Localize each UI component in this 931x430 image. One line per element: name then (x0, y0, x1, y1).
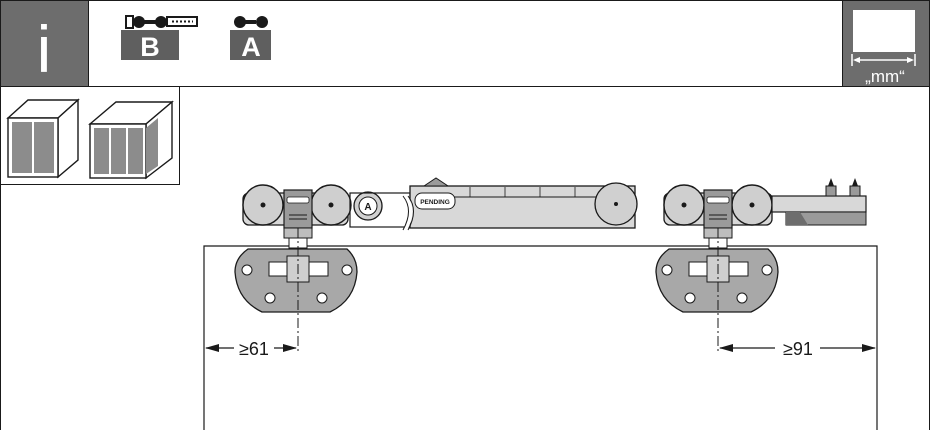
info-symbol: i (37, 12, 52, 86)
door-top-edge (203, 245, 878, 430)
dimension-left: ≥61 (205, 339, 297, 359)
unit-dimension-icon: „mm“ (843, 1, 929, 86)
carrier-b-assembly (234, 184, 358, 352)
carrier-a-label: A (241, 32, 261, 62)
cabinet-three-door-icon (88, 100, 174, 180)
carrier-b-label: B (140, 32, 160, 62)
dimension-right: ≥91 (719, 339, 876, 359)
dimension-right-label: ≥91 (783, 339, 813, 359)
cabinet-two-door-icon (6, 98, 80, 179)
carrier-b-icon: B (121, 15, 198, 62)
header-bar: i B A (0, 0, 930, 87)
dimension-left-label: ≥61 (239, 339, 269, 359)
cabinet-panel (0, 86, 180, 185)
damper-mechanism: A PENDING (349, 177, 638, 231)
info-icon: i (1, 1, 88, 86)
svg-text:A: A (364, 202, 371, 213)
carrier-a-assembly (655, 178, 867, 352)
unit-label: „mm“ (865, 67, 905, 86)
svg-text:PENDING: PENDING (420, 199, 450, 206)
carrier-a-icon: A (230, 16, 271, 62)
